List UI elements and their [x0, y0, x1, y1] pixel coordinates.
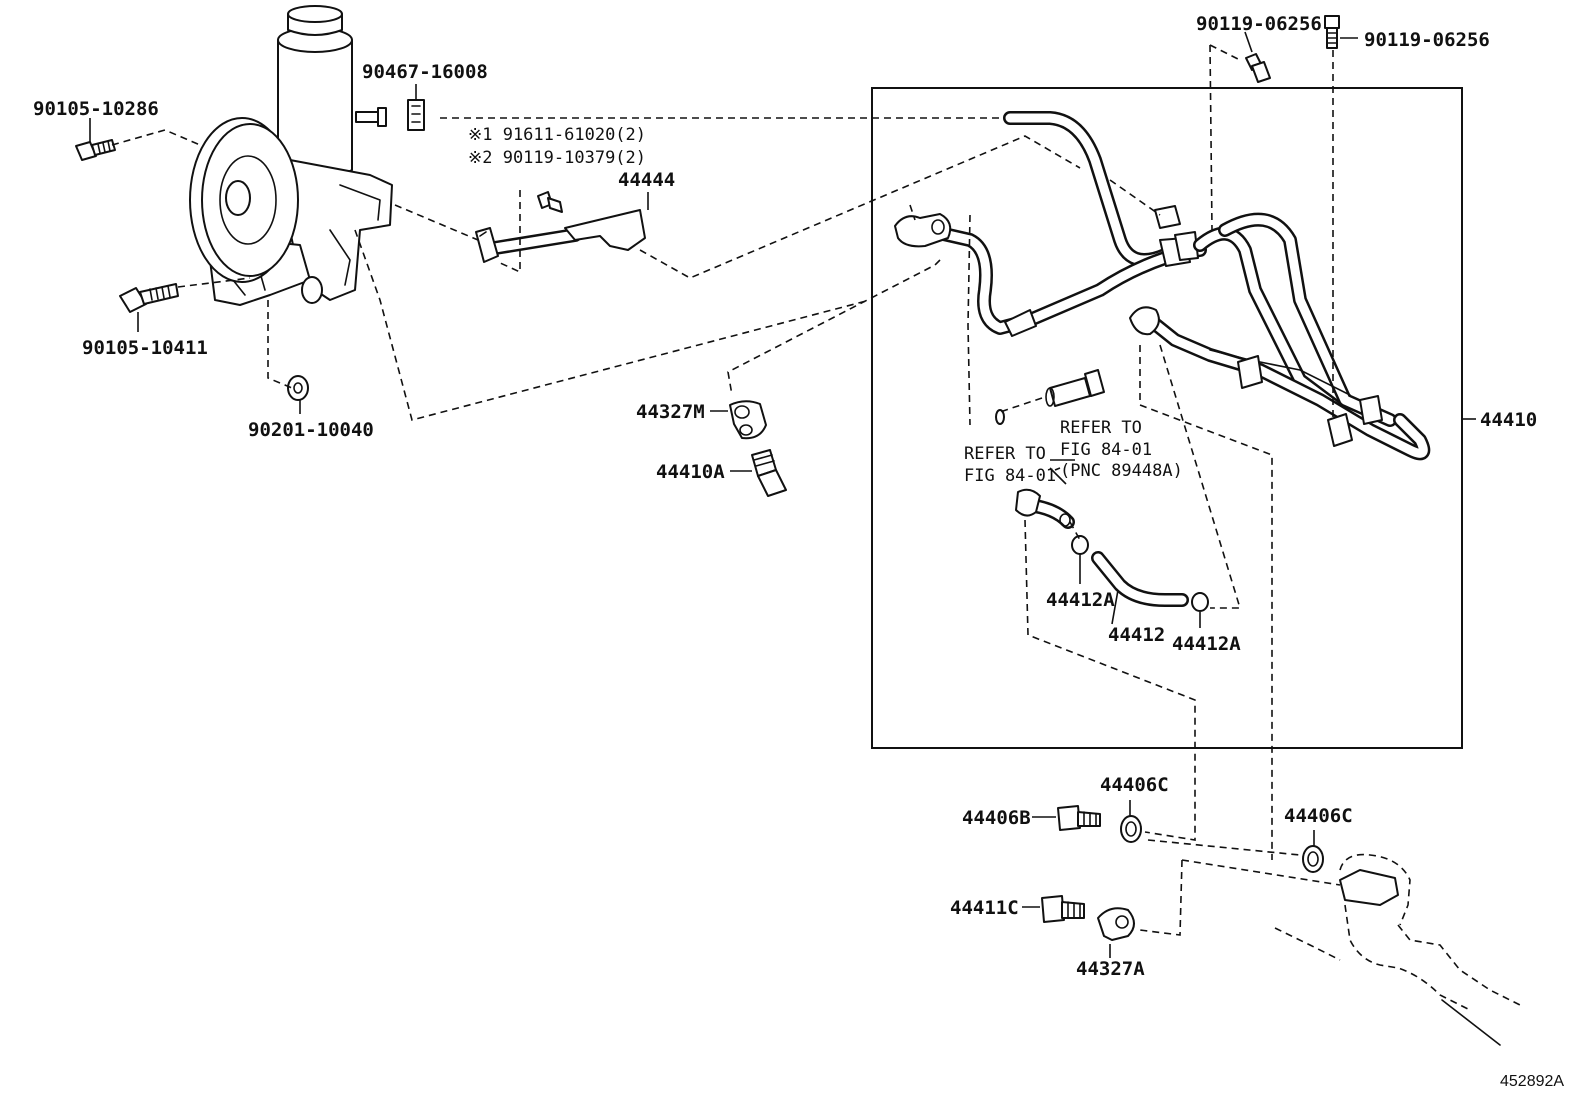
union-bolt-44410A	[751, 449, 787, 497]
power-steering-pump	[189, 5, 393, 306]
washer-90201-10040	[287, 375, 309, 401]
clip-90467-16008	[407, 99, 425, 131]
gasket-44406C-upper	[1120, 815, 1142, 843]
bracket-44444	[475, 191, 646, 263]
label-90105-10411: 90105-10411	[82, 337, 208, 359]
label-90119-06256-b: 90119-06256	[1364, 29, 1490, 51]
note-1: ※1 91611-61020(2)	[468, 125, 646, 145]
label-44406B: 44406B	[962, 807, 1031, 829]
label-44412A-right: 44412A	[1172, 633, 1241, 655]
union-bolt-44406B	[1057, 805, 1101, 831]
bolt-90119-06256-a	[1245, 53, 1271, 83]
label-44412A-left: 44412A	[1046, 589, 1115, 611]
hose-assembly-frame	[871, 87, 1463, 749]
label-90119-06256-a: 90119-06256	[1196, 13, 1322, 35]
union-clamp-44327A	[1097, 907, 1135, 941]
pressure-hose-assembly	[894, 111, 1431, 461]
ref-right-line-3: (PNC 89448A)	[1060, 461, 1183, 481]
label-44411C: 44411C	[950, 897, 1019, 919]
pressure-switch	[1045, 369, 1105, 407]
label-44410A: 44410A	[656, 461, 725, 483]
ref-right-line-2: FIG 84-01	[1060, 440, 1152, 460]
ref-left-line-2: FIG 84-01	[964, 466, 1056, 486]
ref-right-line-1: REFER TO	[1060, 418, 1142, 438]
note-2: ※2 90119-10379(2)	[468, 148, 646, 168]
label-44327A: 44327A	[1076, 958, 1145, 980]
bolt-90105-10411	[119, 283, 179, 313]
gasket-44406C-right	[1302, 845, 1324, 873]
bolt-90105-10286	[75, 139, 116, 161]
union-bolt-44411C	[1041, 895, 1085, 923]
return-hose-44412	[1015, 488, 1209, 612]
ref-left-line-1: REFER TO	[964, 444, 1046, 464]
label-44406C-upper: 44406C	[1100, 774, 1169, 796]
label-44406C-right: 44406C	[1284, 805, 1353, 827]
label-44444: 44444	[618, 169, 675, 191]
union-clamp-44327M	[729, 400, 767, 440]
label-44410: 44410	[1480, 409, 1537, 431]
o-ring	[995, 409, 1005, 425]
label-44327M: 44327M	[636, 401, 705, 423]
label-44412: 44412	[1108, 624, 1165, 646]
label-90201-10040: 90201-10040	[248, 419, 374, 441]
bolt-90119-06256-b	[1324, 15, 1340, 49]
steering-gear-housing	[1274, 853, 1521, 1046]
illustration-code: 452892A	[1500, 1073, 1564, 1090]
label-90467-16008: 90467-16008	[362, 61, 488, 83]
label-90105-10286: 90105-10286	[33, 98, 159, 120]
